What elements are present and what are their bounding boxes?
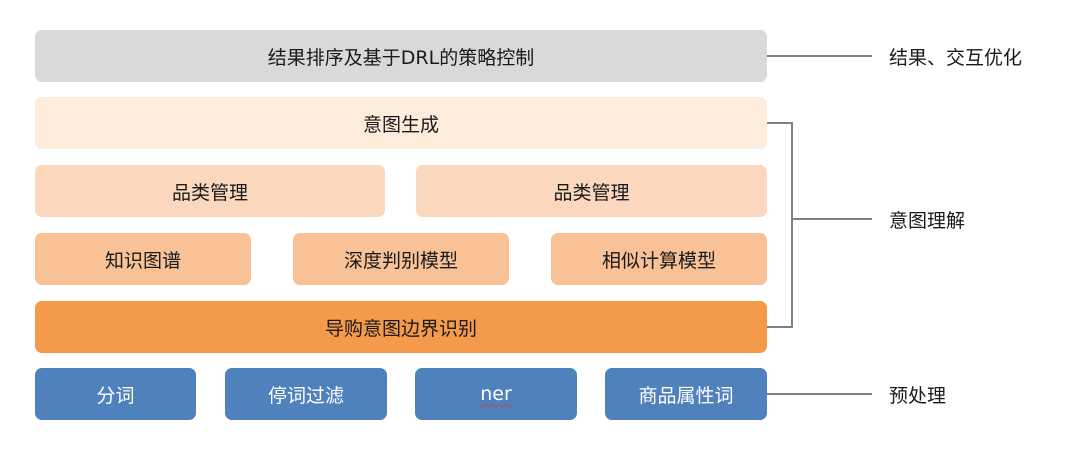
deep-discriminative-model-label: 深度判别模型 (343, 249, 458, 272)
intent-boundary-box: 导购意图边界识别 (35, 301, 767, 353)
product-attribute-label: 商品属性词 (638, 384, 734, 407)
ner-box: ner (415, 368, 577, 420)
preprocess-side-label: 预处理 (889, 384, 947, 407)
stopword-filter-box: 停词过滤 (225, 368, 387, 420)
stopword-filter-label: 停词过滤 (267, 384, 344, 407)
segmentation-box: 分词 (35, 368, 196, 420)
result-ranking-label: 结果排序及基于DRL的策略控制 (267, 46, 535, 69)
intent-boundary-label: 导购意图边界识别 (324, 317, 477, 340)
ner-label: ner (480, 383, 512, 405)
intent-generation-label: 意图生成 (362, 113, 439, 136)
intent-side-label: 意图理解 (889, 209, 966, 232)
category-management-right-label: 品类管理 (553, 181, 630, 204)
similarity-model-box: 相似计算模型 (551, 233, 767, 285)
segmentation-label: 分词 (96, 384, 135, 407)
category-management-left-box: 品类管理 (35, 165, 385, 217)
category-management-right-box: 品类管理 (416, 165, 767, 217)
result-side-label: 结果、交互优化 (889, 46, 1023, 69)
intent-generation-box: 意图生成 (35, 97, 767, 149)
product-attribute-box: 商品属性词 (605, 368, 767, 420)
knowledge-graph-label: 知识图谱 (104, 249, 181, 272)
knowledge-graph-box: 知识图谱 (35, 233, 251, 285)
similarity-model-label: 相似计算模型 (601, 249, 716, 272)
result-ranking-box: 结果排序及基于DRL的策略控制 (35, 30, 767, 82)
intent-bracket (767, 122, 793, 328)
category-management-left-label: 品类管理 (171, 181, 248, 204)
deep-discriminative-model-box: 深度判别模型 (293, 233, 509, 285)
